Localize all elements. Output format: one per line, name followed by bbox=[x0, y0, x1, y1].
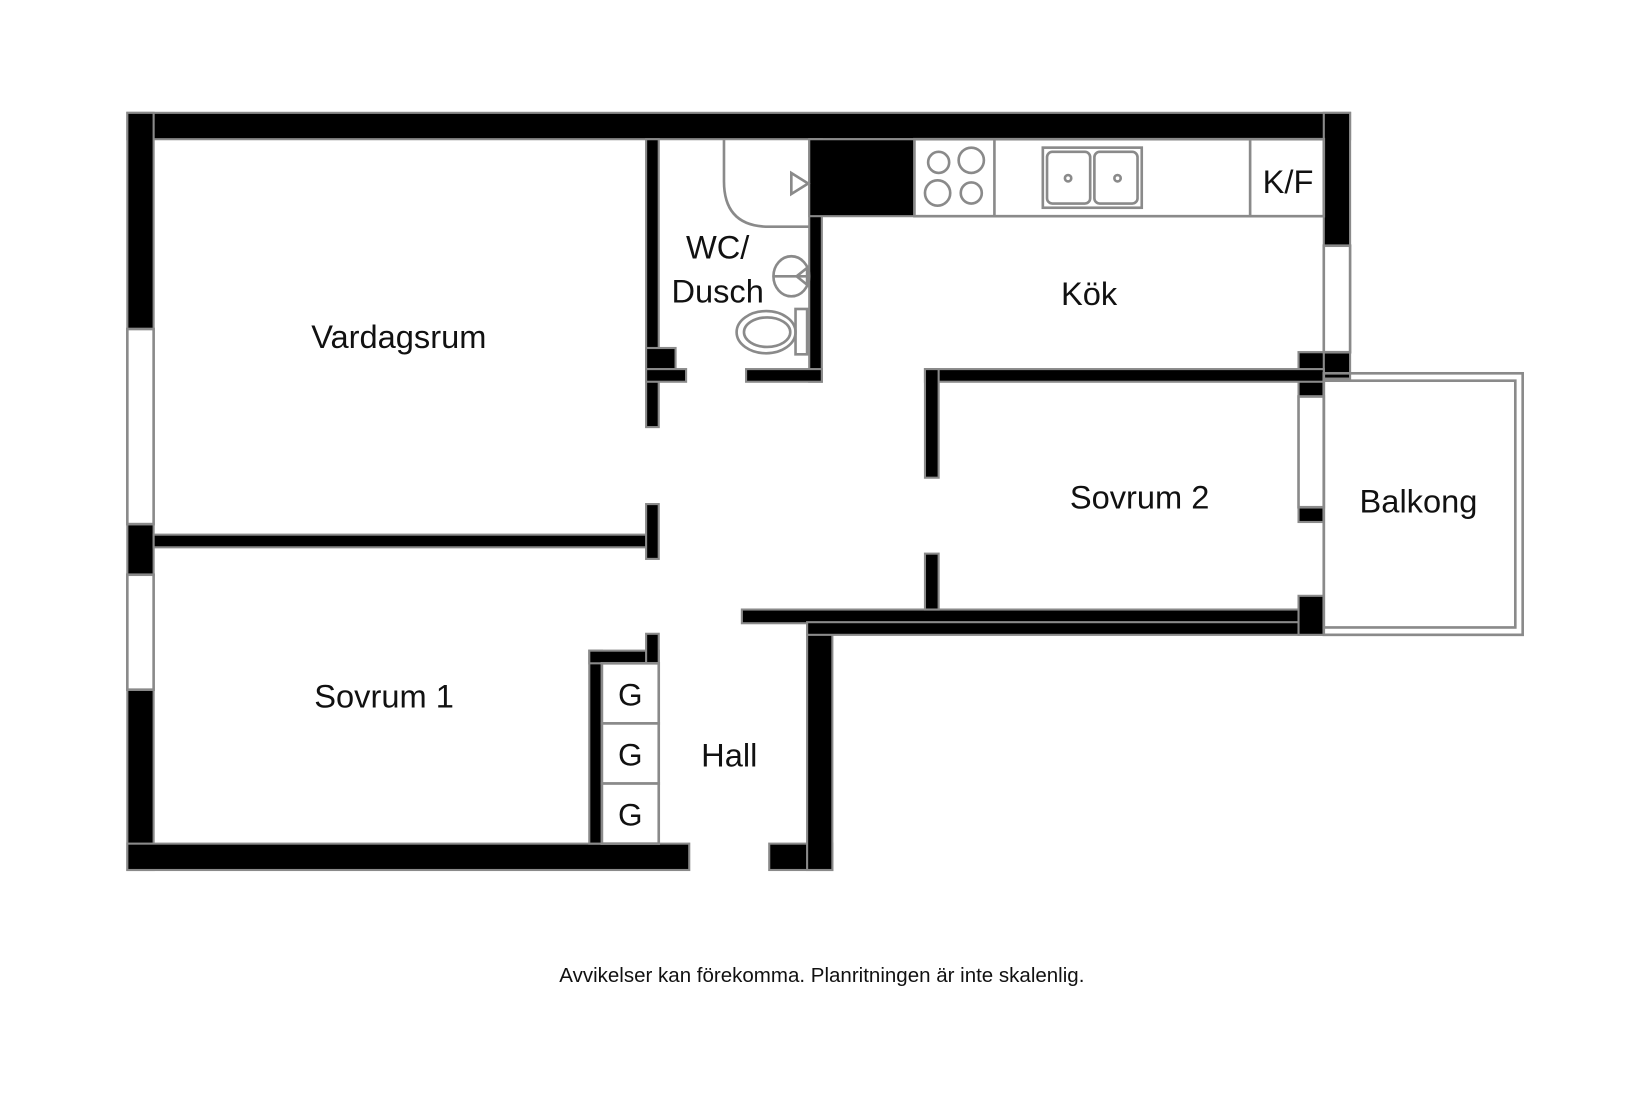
wardrobe-1 bbox=[600, 661, 661, 725]
shower-drain-icon bbox=[790, 170, 811, 197]
toilet-icon bbox=[735, 307, 809, 356]
wall-left-upper bbox=[126, 111, 155, 331]
wall-bottom-left bbox=[126, 842, 691, 872]
label-balkong: Balkong bbox=[1360, 482, 1478, 519]
washbasin-icon bbox=[772, 254, 811, 298]
wardrobe-label-2: G bbox=[618, 737, 643, 773]
wall-balcony-door-bottom bbox=[1297, 506, 1325, 524]
window-kok bbox=[1322, 244, 1352, 354]
wall-wardrobe-stub bbox=[645, 632, 660, 665]
window-sovrum1 bbox=[126, 573, 155, 691]
label-sovrum1: Sovrum 1 bbox=[314, 678, 454, 715]
wall-top bbox=[126, 111, 1352, 141]
shaft-block bbox=[808, 138, 916, 218]
sink-icon bbox=[1041, 146, 1144, 210]
wardrobe-label-3: G bbox=[618, 797, 643, 833]
kitchen-counter bbox=[913, 137, 1326, 218]
wall-sovrum2-bottom bbox=[806, 621, 1325, 636]
label-kok: Kök bbox=[1061, 275, 1118, 312]
label-fridge-freezer: K/F bbox=[1263, 163, 1314, 200]
wardrobe-3 bbox=[600, 782, 661, 845]
wall-sovrum2-left-lower bbox=[923, 552, 940, 611]
wall-sovrum2-left-upper bbox=[923, 368, 940, 479]
window-vardagsrum bbox=[126, 327, 155, 526]
wall-vardagsrum-bottom bbox=[152, 533, 659, 549]
label-wc-line1: WC/ bbox=[686, 228, 750, 265]
window-balcony-door bbox=[1297, 395, 1326, 509]
stove-icon bbox=[923, 146, 986, 207]
wall-hall-right bbox=[806, 621, 834, 872]
wall-wc-stub bbox=[645, 368, 688, 383]
label-wc-line2: Dusch bbox=[671, 273, 763, 310]
wall-left-lower bbox=[126, 688, 155, 872]
label-vardagsrum: Vardagsrum bbox=[311, 318, 486, 355]
disclaimer-text: Avvikelser kan förekomma. Planritningen … bbox=[559, 964, 1084, 987]
wall-sovrum2-corner bbox=[1297, 594, 1325, 636]
label-hall: Hall bbox=[701, 737, 757, 774]
wall-kok-bottom bbox=[923, 368, 1325, 383]
wall-wc-bottom bbox=[745, 368, 823, 383]
wall-wc-pillar bbox=[645, 346, 677, 371]
bathroom-fixtures bbox=[722, 139, 811, 356]
windows bbox=[126, 244, 1352, 691]
balcony-outline bbox=[1322, 371, 1524, 637]
wall-vardagsrum-right bbox=[645, 138, 660, 429]
wardrobes: G G G bbox=[600, 661, 661, 845]
wall-right-upper bbox=[1322, 111, 1352, 247]
wall-hall-stub-upper bbox=[645, 503, 660, 560]
wardrobe-label-1: G bbox=[618, 676, 643, 712]
walls bbox=[126, 111, 1352, 872]
shower-icon bbox=[722, 139, 810, 229]
room-labels: Vardagsrum WC/ Dusch Kök Sovrum 2 Balkon… bbox=[311, 163, 1477, 774]
wall-left-mid bbox=[126, 523, 155, 576]
wall-wardrobe-left bbox=[588, 649, 603, 845]
label-sovrum2: Sovrum 2 bbox=[1070, 478, 1210, 515]
